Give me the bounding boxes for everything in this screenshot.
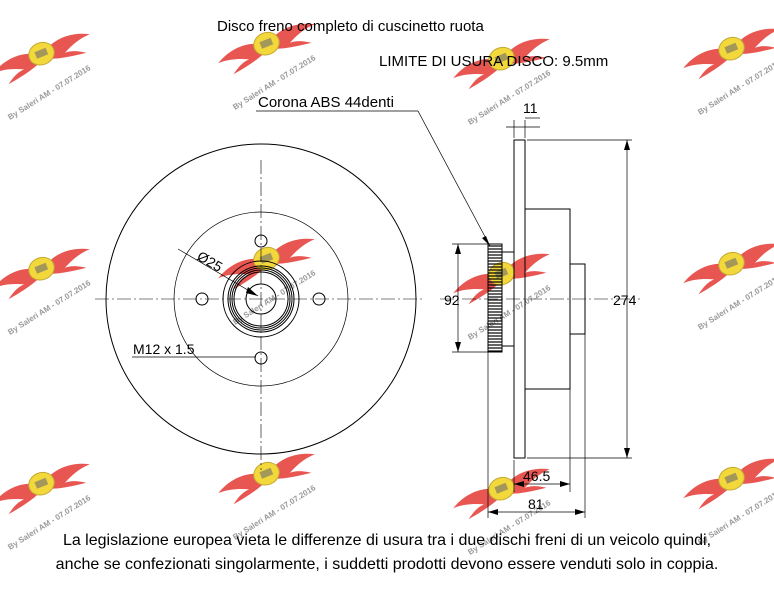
disc-diameter-dimension: 274 — [613, 292, 637, 308]
hub-ring-circle-1 — [227, 265, 295, 333]
offset-dimension-2: 81 — [528, 496, 544, 512]
wear-limit-label: LIMITE DI USURA DISCO: 9.5mm — [379, 53, 608, 70]
footer-note-line-2: anche se confezionati singolarmente, i s… — [55, 556, 719, 573]
hub-ring-circle-4 — [233, 271, 289, 327]
hub-outer-circle — [222, 260, 300, 338]
watermark-logo — [683, 28, 774, 80]
offset-dimension-1: 46.5 — [523, 468, 550, 484]
diameter-arrowhead — [246, 287, 258, 296]
abs-leader-line — [417, 110, 491, 247]
watermark-caption: By Saleri AM - 07.07.2016 — [696, 58, 774, 117]
diameter-leader-line — [177, 248, 259, 297]
bolt-hole-bottom — [254, 351, 268, 365]
watermark-logo — [683, 458, 774, 510]
hub-height-dimension: 92 — [444, 292, 460, 308]
watermark-logo — [0, 33, 90, 85]
abs-ring-section — [487, 243, 503, 353]
hub-diameter-label: Ø25 — [195, 248, 226, 275]
abs-ring-label: Corona ABS 44denti — [258, 94, 394, 111]
watermark-caption: By Saleri AM - 07.07.2016 — [6, 63, 92, 122]
watermark-logo — [453, 468, 550, 520]
bolt-hole-right — [312, 292, 326, 306]
abs-teeth — [488, 245, 502, 352]
thread-label: M12 x 1.5 — [133, 341, 195, 357]
center-bore-circle — [245, 283, 277, 315]
watermark-logo — [683, 243, 774, 295]
footer-note-line-1: La legislazione europea vieta le differe… — [62, 532, 712, 549]
watermark-caption: By Saleri AM - 07.07.2016 — [231, 268, 317, 327]
hub-ring-circle-2 — [229, 267, 293, 331]
hub-ring-circle-3 — [231, 269, 291, 329]
watermark-caption: By Saleri AM - 07.07.2016 — [696, 273, 774, 332]
bolt-hole-left — [195, 292, 209, 306]
side-view: 11 274 92 46.5 81 Corona ABS 44dent — [256, 94, 640, 518]
disc-outer-circle — [105, 143, 417, 455]
drawing-title: Disco freno completo di cuscinetto ruota — [217, 18, 484, 35]
watermark-logo — [218, 453, 315, 505]
thickness-dimension: 11 — [523, 100, 538, 116]
watermark-caption: By Saleri AM - 07.07.2016 — [6, 278, 92, 337]
watermark-logo — [218, 238, 315, 290]
watermark-logo — [0, 463, 90, 515]
watermark-logo — [0, 248, 90, 300]
watermark-logo — [453, 38, 550, 90]
watermark-logo — [218, 23, 315, 75]
bolt-hole-top — [254, 234, 268, 248]
watermark-caption: By Saleri AM - 07.07.2016 — [466, 283, 552, 342]
friction-ring-inner-circle — [173, 211, 349, 387]
